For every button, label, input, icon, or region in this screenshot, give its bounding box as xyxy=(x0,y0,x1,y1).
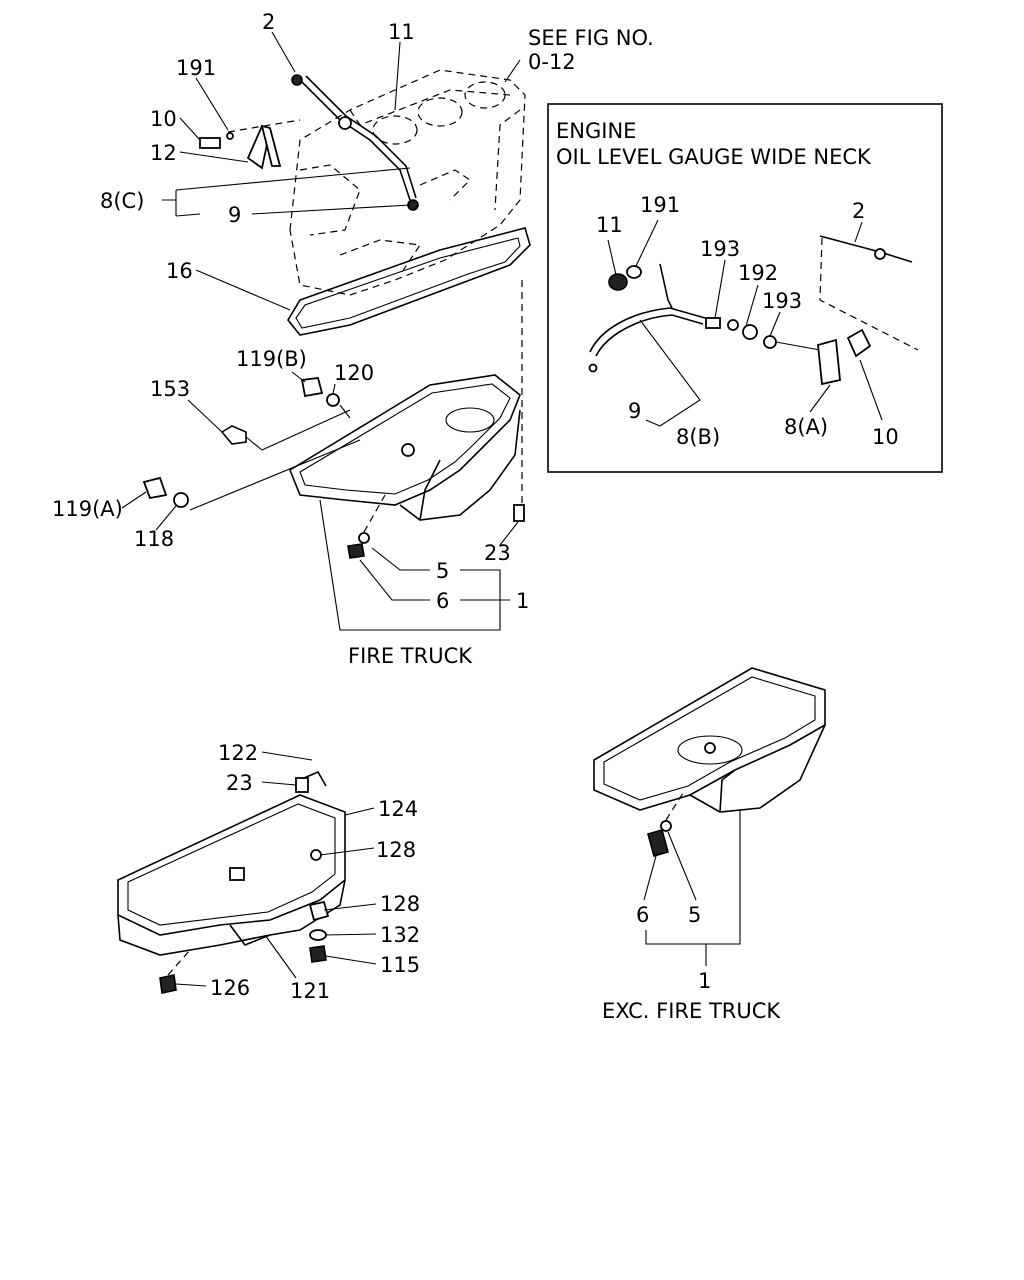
inset-frame xyxy=(547,103,943,473)
fire-truck-oil-pan-drawing xyxy=(142,374,525,559)
label-part-115: 115 xyxy=(380,953,420,977)
label-part-5-br: 5 xyxy=(688,903,701,927)
label-part-10: 10 xyxy=(150,107,177,131)
leader-lines xyxy=(121,31,883,987)
label-part-12: 12 xyxy=(150,141,177,165)
inset-label-part-193b: 193 xyxy=(762,289,802,313)
inset-label-part-191: 191 xyxy=(640,193,680,217)
label-part-8c: 8(C) xyxy=(100,189,144,213)
inset-label-part-8b: 8(B) xyxy=(676,425,720,449)
label-part-2: 2 xyxy=(262,10,275,34)
fig-number-label: 0-12 xyxy=(528,50,576,74)
inset-label-part-10: 10 xyxy=(872,425,899,449)
label-part-121: 121 xyxy=(290,979,330,1003)
exc-fire-truck-oil-pan-drawing xyxy=(593,667,826,857)
inset-label-part-8a: 8(A) xyxy=(784,415,828,439)
label-part-6: 6 xyxy=(436,589,449,613)
label-part-6-br: 6 xyxy=(636,903,649,927)
inset-label-part-9: 9 xyxy=(628,399,641,423)
label-part-23: 23 xyxy=(484,541,511,565)
label-part-119b: 119(B) xyxy=(236,347,307,371)
label-part-128a: 128 xyxy=(376,838,416,862)
label-part-124: 124 xyxy=(378,797,418,821)
inset-label-part-193a: 193 xyxy=(700,237,740,261)
label-part-1: 1 xyxy=(516,589,529,613)
oil-pan-alt-drawing xyxy=(117,770,346,994)
label-part-122: 122 xyxy=(218,741,258,765)
label-part-119a: 119(A) xyxy=(52,497,123,521)
label-part-132: 132 xyxy=(380,923,420,947)
label-part-23-bl: 23 xyxy=(226,771,253,795)
label-part-5: 5 xyxy=(436,559,449,583)
label-part-126: 126 xyxy=(210,976,250,1000)
fire-truck-caption: FIRE TRUCK xyxy=(348,644,473,668)
label-part-11: 11 xyxy=(388,20,415,44)
engine-block-drawing xyxy=(199,69,531,505)
label-part-120: 120 xyxy=(334,361,374,385)
label-part-9: 9 xyxy=(228,203,241,227)
label-part-191: 191 xyxy=(176,56,216,80)
inset-drawing xyxy=(588,235,919,386)
label-part-118: 118 xyxy=(134,527,174,551)
label-part-1-br: 1 xyxy=(698,969,711,993)
label-part-153: 153 xyxy=(150,377,190,401)
exc-fire-truck-caption: EXC. FIRE TRUCK xyxy=(602,999,781,1023)
inset-title-gauge: OIL LEVEL GAUGE WIDE NECK xyxy=(556,145,872,169)
inset-label-part-2: 2 xyxy=(852,199,865,223)
inset-title-engine: ENGINE xyxy=(556,119,636,143)
inset-label-part-192: 192 xyxy=(738,261,778,285)
inset-label-part-11: 11 xyxy=(596,213,623,237)
callout-labels: SEE FIG NO. 0-12 2 11 191 10 12 8(C) 9 1… xyxy=(52,10,899,1023)
see-fig-label: SEE FIG NO. xyxy=(528,26,654,50)
label-part-128b: 128 xyxy=(380,892,420,916)
label-part-16: 16 xyxy=(166,259,193,283)
